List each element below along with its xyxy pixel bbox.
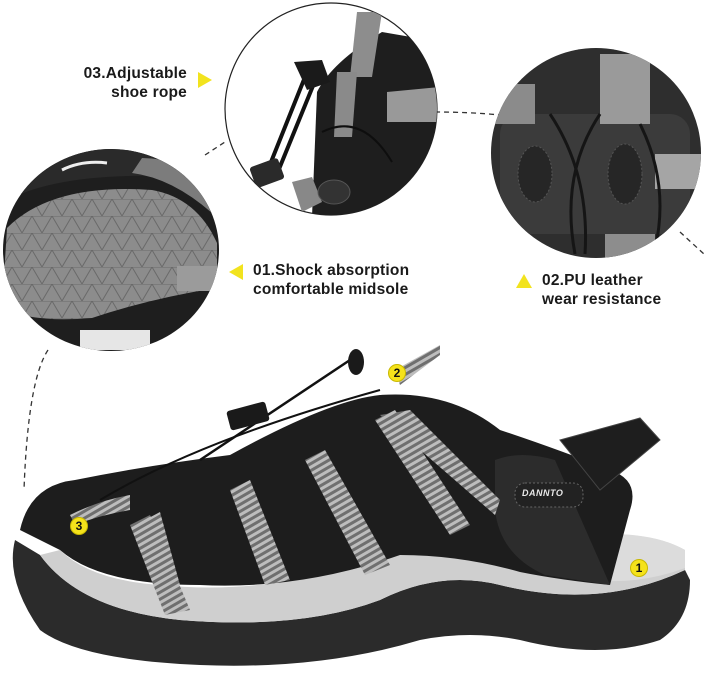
feature-subtitle: comfortable midsole bbox=[253, 281, 409, 298]
sandal-main-image bbox=[0, 340, 708, 695]
marker-1: 1 bbox=[630, 559, 648, 577]
shoe-rope-detail-circle bbox=[222, 2, 440, 217]
feature-subtitle: wear resistance bbox=[542, 291, 662, 308]
feature-label-shock-absorption: 01.Shock absorption comfortable midsole bbox=[253, 261, 409, 299]
triangle-right-icon bbox=[198, 72, 212, 88]
triangle-left-icon bbox=[229, 264, 243, 280]
brand-logo: DANNTO bbox=[522, 488, 564, 498]
marker-2: 2 bbox=[388, 364, 406, 382]
feature-label-pu-leather: 02.PU leather wear resistance bbox=[542, 271, 661, 309]
feature-subtitle: shoe rope bbox=[111, 84, 187, 101]
midsole-detail-circle bbox=[2, 148, 220, 353]
pu-leather-detail-circle bbox=[490, 44, 702, 262]
triangle-up-icon bbox=[516, 274, 532, 288]
feature-label-adjustable-rope: 03.Adjustable shoe rope bbox=[75, 64, 187, 102]
feature-title: 02.PU leather bbox=[542, 272, 643, 289]
feature-title: 03.Adjustable bbox=[83, 65, 187, 82]
marker-3: 3 bbox=[70, 517, 88, 535]
feature-title: 01.Shock absorption bbox=[253, 262, 410, 279]
